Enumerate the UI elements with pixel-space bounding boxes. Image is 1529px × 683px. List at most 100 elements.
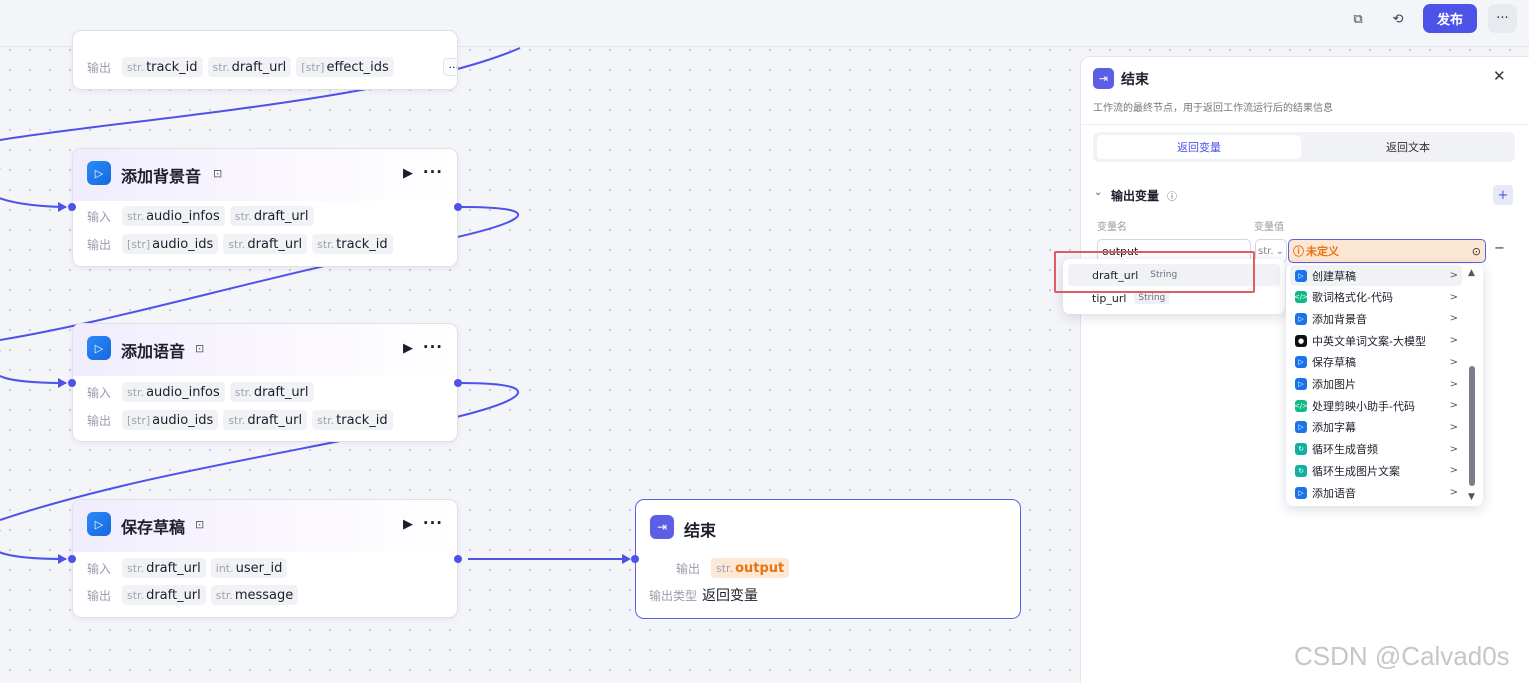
scrollbar-thumb[interactable] bbox=[1469, 366, 1475, 486]
node-add-bgm[interactable]: ▷ 添加背景音 ⊡ ▶ ··· 输入 str.audio_infos str.d… bbox=[72, 148, 458, 267]
loop-icon: ↻ bbox=[1295, 464, 1307, 477]
tab-return-text[interactable]: 返回文本 bbox=[1386, 141, 1430, 154]
end-icon: ⇥ bbox=[1093, 68, 1114, 89]
node-option-label: 循环生成图片文案 bbox=[1312, 464, 1400, 478]
node-option[interactable]: ●中英文单词文案-大模型> bbox=[1290, 330, 1462, 351]
node-list-dropdown: ▷创建草稿></>歌词格式化-代码>▷添加背景音>●中英文单词文案-大模型>▷保… bbox=[1286, 264, 1483, 506]
more-outputs-button[interactable]: ··· bbox=[442, 58, 457, 76]
variable-value-select[interactable]: ⓘ 未定义 ⊙ bbox=[1288, 239, 1486, 263]
input-port[interactable] bbox=[68, 555, 76, 563]
node-more-button[interactable]: ··· bbox=[422, 338, 443, 356]
edge-loop-left-save bbox=[0, 530, 67, 560]
output-label: 输出 bbox=[87, 413, 112, 428]
chevron-right-icon: > bbox=[1449, 270, 1458, 281]
scroll-up-icon[interactable]: ▲ bbox=[1468, 268, 1475, 278]
publish-button[interactable]: 发布 bbox=[1423, 4, 1477, 33]
close-icon[interactable]: ✕ bbox=[1493, 67, 1506, 85]
node-option[interactable]: ▷保存草稿> bbox=[1290, 352, 1462, 373]
node-more-button[interactable]: ··· bbox=[422, 163, 443, 181]
node-add-voice[interactable]: ▷ 添加语音 ⊡ ▶ ··· 输入 str.audio_infos str.dr… bbox=[72, 323, 458, 442]
node-header bbox=[73, 149, 457, 201]
node-header bbox=[73, 324, 457, 376]
node-option[interactable]: ▷添加图片> bbox=[1290, 374, 1462, 395]
node-option[interactable]: ▷创建草稿> bbox=[1290, 265, 1462, 286]
run-node-button[interactable]: ▶ bbox=[403, 166, 413, 181]
plugin-icon: ▷ bbox=[1295, 378, 1307, 390]
input-chip: str.draft_url bbox=[229, 206, 314, 226]
chevron-down-icon[interactable]: ⌄ bbox=[1094, 187, 1103, 198]
plugin-icon: ▷ bbox=[1295, 421, 1307, 434]
node-option[interactable]: ↻循环生成图片文案> bbox=[1290, 460, 1462, 481]
node-previous[interactable]: 输出 str.track_id str.draft_url [str]effec… bbox=[72, 30, 458, 90]
remove-variable-button[interactable]: − bbox=[1494, 241, 1505, 256]
output-chip: str.message bbox=[210, 585, 299, 605]
node-option[interactable]: ▷添加语音> bbox=[1290, 482, 1462, 503]
plugin-icon: ▷ bbox=[1295, 269, 1307, 282]
output-chip: str.draft_url bbox=[207, 57, 292, 77]
panel-title: 结束 bbox=[1121, 72, 1149, 88]
node-option-label: 中英文单词文案-大模型 bbox=[1312, 334, 1426, 348]
input-chip: int.user_id bbox=[210, 558, 288, 578]
chevron-right-icon: > bbox=[1449, 487, 1458, 498]
info-icon[interactable]: ⓘ bbox=[1167, 192, 1177, 203]
input-port[interactable] bbox=[68, 203, 76, 211]
code-icon: </> bbox=[1293, 399, 1309, 412]
node-save-draft[interactable]: ▷ 保存草稿 ⊡ ▶ ··· 输入 str.draft_url int.user… bbox=[72, 499, 458, 618]
input-chip: str.draft_url bbox=[229, 382, 314, 402]
copy-icon[interactable]: ⧉ bbox=[1353, 11, 1363, 27]
run-node-button[interactable]: ▶ bbox=[403, 517, 413, 532]
node-option-label: 歌词格式化-代码 bbox=[1312, 291, 1393, 305]
plugin-icon: ▷ bbox=[87, 336, 111, 360]
node-more-button[interactable]: ··· bbox=[422, 514, 443, 532]
history-icon[interactable]: ⟲ bbox=[1392, 11, 1404, 27]
input-port[interactable] bbox=[631, 555, 639, 563]
output-row: 输出 [str]audio_ids str.draft_url str.trac… bbox=[87, 233, 393, 255]
output-port[interactable] bbox=[454, 203, 462, 211]
chevron-right-icon: > bbox=[1449, 356, 1458, 368]
input-port[interactable] bbox=[68, 379, 76, 387]
node-option-label: 添加图片 bbox=[1312, 378, 1356, 391]
more-options-button[interactable]: ··· bbox=[1488, 4, 1517, 33]
tab-return-variable[interactable]: 返回变量 bbox=[1097, 135, 1301, 159]
chevron-right-icon: > bbox=[1449, 335, 1458, 347]
chevron-right-icon: > bbox=[1449, 313, 1458, 325]
run-node-button[interactable]: ▶ bbox=[403, 341, 413, 356]
node-title: 添加背景音 bbox=[121, 167, 202, 186]
node-end[interactable]: ⇥ 结束 输出 str.output 输出类型 返回变量 bbox=[635, 499, 1021, 619]
node-option[interactable]: ↻循环生成音频> bbox=[1290, 439, 1462, 460]
output-label: 输出 bbox=[676, 561, 701, 576]
scrollbar[interactable]: ▲ ▼ bbox=[1466, 268, 1478, 502]
scroll-down-icon[interactable]: ▼ bbox=[1468, 492, 1475, 502]
plugin-icon: ▷ bbox=[87, 512, 111, 536]
plugin-icon: ▷ bbox=[1295, 486, 1307, 499]
output-type-label: 输出类型 bbox=[649, 588, 698, 603]
output-label: 输出 bbox=[87, 60, 112, 75]
output-label: 输出 bbox=[87, 237, 112, 252]
node-option[interactable]: </>处理剪映小助手-代码> bbox=[1290, 395, 1462, 416]
input-chip: str.draft_url bbox=[122, 558, 206, 578]
chevron-right-icon: > bbox=[1449, 421, 1458, 433]
add-variable-button[interactable]: + bbox=[1493, 185, 1513, 205]
plugin-badge-icon: ⊡ bbox=[195, 518, 205, 531]
node-option-label: 添加字幕 bbox=[1312, 421, 1356, 435]
output-chip: [str]audio_ids bbox=[122, 410, 219, 430]
output-port[interactable] bbox=[454, 555, 462, 563]
input-label: 输入 bbox=[87, 561, 112, 576]
node-option-label: 保存草稿 bbox=[1312, 356, 1356, 370]
column-header-value: 变量值 bbox=[1254, 222, 1284, 233]
node-option[interactable]: ▷ 添加字幕 > bbox=[1290, 417, 1462, 438]
section-title: 输出变量 bbox=[1111, 189, 1160, 203]
warning-icon: ⓘ bbox=[1293, 245, 1304, 258]
output-port[interactable] bbox=[454, 379, 462, 387]
target-icon[interactable]: ⊙ bbox=[1471, 244, 1481, 258]
chevron-right-icon: > bbox=[1449, 400, 1458, 412]
input-label: 输入 bbox=[87, 385, 112, 400]
node-title: 结束 bbox=[684, 521, 717, 540]
edge-arrowhead bbox=[622, 554, 631, 564]
node-option[interactable]: </>歌词格式化-代码> bbox=[1290, 287, 1462, 308]
input-row: 输入 str.audio_infos str.draft_url bbox=[87, 381, 314, 403]
node-option[interactable]: ▷添加背景音> bbox=[1290, 308, 1462, 329]
output-label: 输出 bbox=[87, 588, 112, 603]
